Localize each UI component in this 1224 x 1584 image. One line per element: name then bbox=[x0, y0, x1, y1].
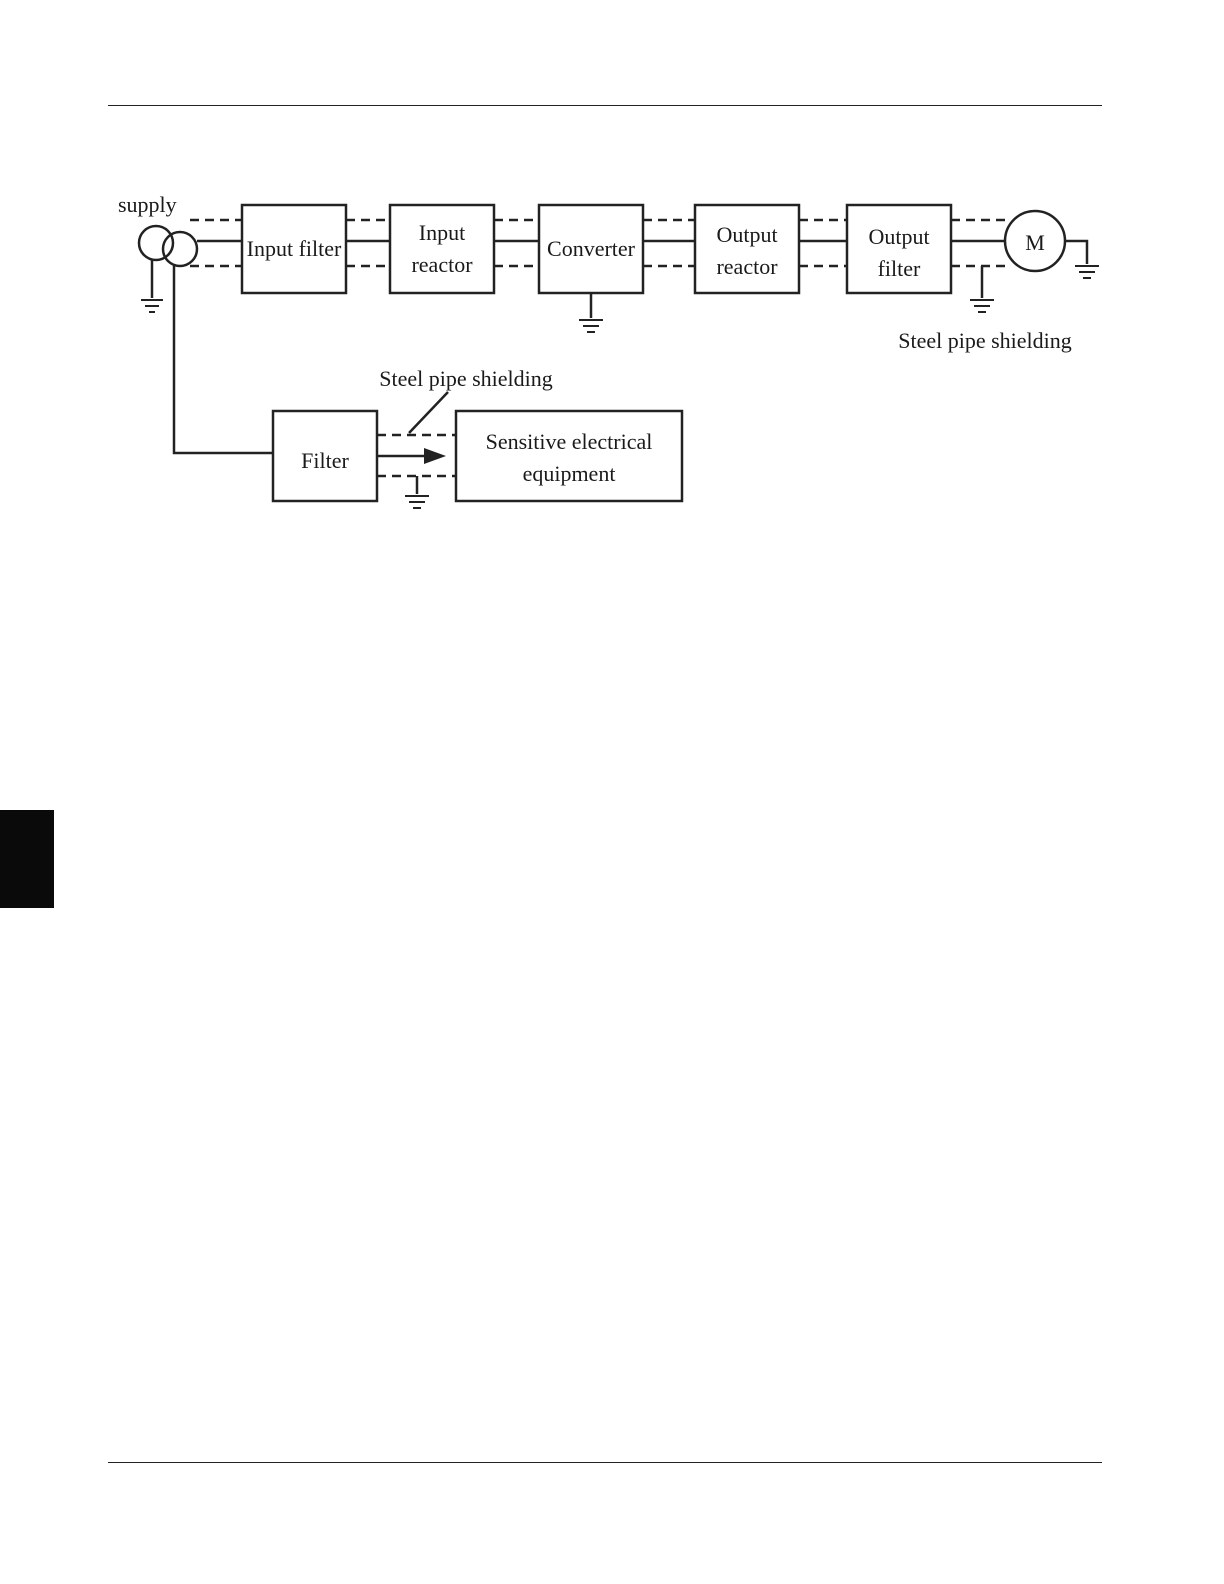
motor-label: M bbox=[1025, 230, 1045, 255]
input-filter-block: Input filter bbox=[242, 205, 346, 293]
output-filter-label-2: filter bbox=[878, 256, 921, 281]
output-reactor-label-1: Output bbox=[716, 222, 777, 247]
filter-label: Filter bbox=[301, 448, 349, 473]
shield-right-label: Steel pipe shielding bbox=[898, 328, 1072, 353]
input-reactor-label-1: Input bbox=[419, 220, 465, 245]
filter-block: Filter bbox=[273, 411, 377, 501]
supply-transformer-icon bbox=[139, 226, 197, 266]
supply-ground-icon bbox=[141, 300, 163, 312]
motor-ground-icon bbox=[1075, 266, 1099, 278]
chapter-tab bbox=[0, 810, 54, 908]
output-filter-block: Output filter bbox=[847, 205, 951, 293]
converter-ground-icon bbox=[579, 320, 603, 332]
lower-ground-icon bbox=[405, 496, 429, 508]
sensitive-equipment-block: Sensitive electrical equipment bbox=[456, 411, 682, 501]
arrow-icon bbox=[377, 448, 446, 464]
supply-label: supply bbox=[118, 192, 177, 217]
output-reactor-block: Output reactor bbox=[695, 205, 799, 293]
shield-lower-leader bbox=[409, 392, 448, 433]
input-reactor-block: Input reactor bbox=[390, 205, 494, 293]
motor-icon: M bbox=[1005, 211, 1065, 271]
sensitive-label-1: Sensitive electrical bbox=[486, 429, 653, 454]
sensitive-label-2: equipment bbox=[523, 461, 616, 486]
input-reactor-label-2: reactor bbox=[411, 252, 473, 277]
converter-label: Converter bbox=[547, 236, 636, 261]
emc-wiring-diagram: supply Input filter Input bbox=[0, 0, 1224, 560]
motor-ground-lead bbox=[1065, 241, 1087, 264]
output-filter-label-1: Output bbox=[868, 224, 929, 249]
footer-rule bbox=[108, 1462, 1102, 1463]
shield-lower-label: Steel pipe shielding bbox=[379, 366, 553, 391]
input-filter-label: Input filter bbox=[247, 236, 342, 261]
output-shield-ground-icon bbox=[970, 300, 994, 312]
output-reactor-label-2: reactor bbox=[716, 254, 778, 279]
converter-block: Converter bbox=[539, 205, 643, 293]
